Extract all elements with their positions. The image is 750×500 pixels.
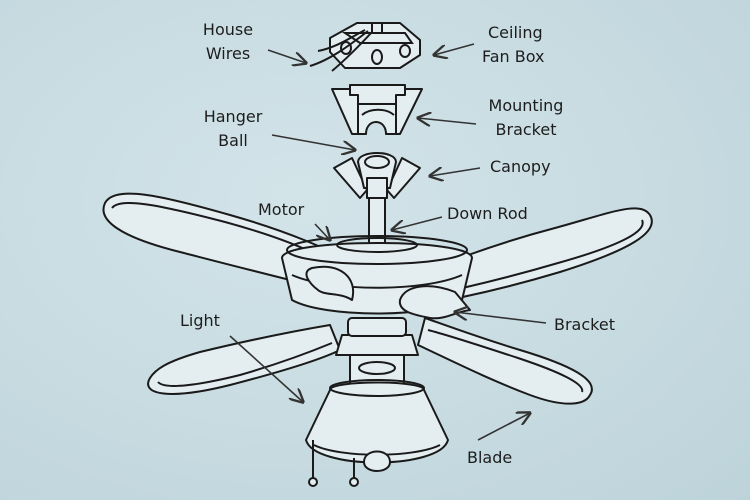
label-hanger-ball-line2: Ball: [218, 131, 248, 150]
label-blade: Blade: [467, 448, 513, 467]
label-ceiling-fan-box: Ceiling Fan Box: [482, 21, 545, 69]
blade-lower-right: [417, 317, 593, 405]
label-ceiling-fan-box-line2: Fan Box: [482, 47, 545, 66]
arrow-hanger-ball: [271, 134, 355, 150]
light-kit: [305, 317, 449, 472]
label-ceiling-fan-box-line1: Ceiling: [488, 23, 543, 42]
arrow-ceiling-fan-box: [434, 43, 475, 55]
house-wires: [309, 29, 373, 72]
arrow-bracket: [455, 312, 547, 324]
label-mounting-bracket: Mounting Bracket: [480, 94, 572, 142]
label-house-wires-line2: Wires: [205, 44, 251, 63]
arrow-blade: [477, 413, 530, 441]
label-house-wires-line1: House: [202, 20, 254, 39]
bracket-left: [305, 265, 355, 301]
arrow-house-wires: [267, 49, 306, 63]
label-mounting-bracket-line2: Bracket: [495, 120, 557, 139]
label-down-rod: Down Rod: [447, 204, 528, 223]
arrow-mounting-bracket: [418, 118, 477, 124]
mounting-bracket: [331, 84, 423, 135]
blade-lower-left: [147, 324, 341, 395]
label-canopy: Canopy: [490, 157, 551, 176]
label-bracket: Bracket: [554, 315, 615, 334]
pull-chains[interactable]: [308, 440, 359, 487]
arrow-motor: [314, 223, 330, 240]
ceiling-fan-box: [329, 22, 421, 69]
arrow-down-rod: [392, 216, 443, 230]
label-motor: Motor: [258, 200, 305, 219]
label-light: Light: [180, 311, 220, 330]
label-hanger-ball-line1: Hanger: [203, 107, 263, 126]
label-mounting-bracket-line1: Mounting: [488, 96, 564, 115]
arrow-light: [229, 335, 303, 402]
arrow-canopy: [430, 168, 481, 176]
label-hanger-ball: Hanger Ball: [198, 105, 268, 153]
canopy: [333, 152, 421, 199]
label-house-wires: House Wires: [198, 18, 258, 66]
